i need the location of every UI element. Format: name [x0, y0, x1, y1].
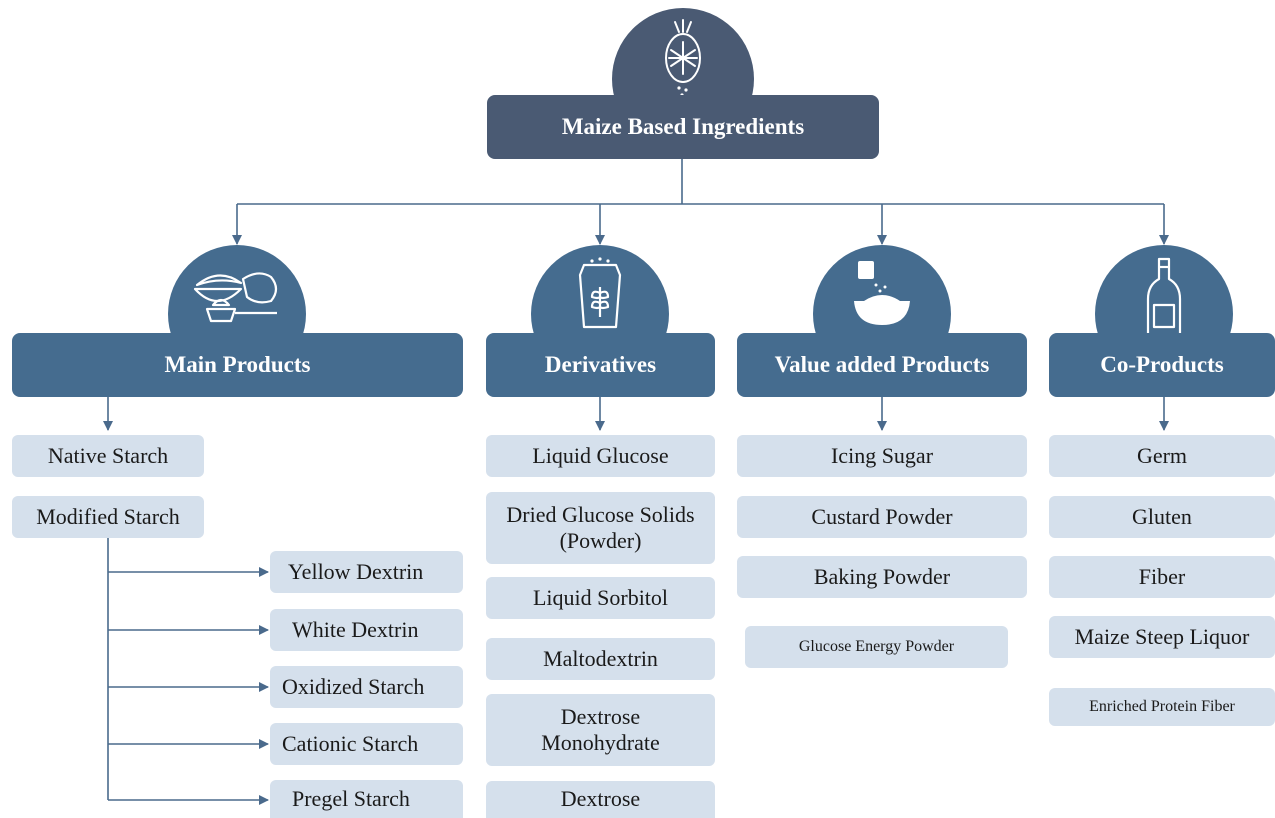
root-node: Maize Based Ingredients — [487, 95, 879, 159]
category-derivatives: Derivatives — [486, 333, 715, 397]
item-baking-powder: Baking Powder — [737, 556, 1027, 598]
item-oxidized-starch: Oxidized Starch — [270, 666, 463, 708]
item-white-dextrin: White Dextrin — [270, 609, 463, 651]
item-gluten: Gluten — [1049, 496, 1275, 538]
item-cationic-starch: Cationic Starch — [270, 723, 463, 765]
item-native-starch: Native Starch — [12, 435, 204, 477]
item-yellow-dextrin: Yellow Dextrin — [270, 551, 463, 593]
item-liquid-sorbitol: Liquid Sorbitol — [486, 577, 715, 619]
item-dextrose-monohydrate: Dextrose Monohydrate — [486, 694, 715, 766]
item-modified-starch: Modified Starch — [12, 496, 204, 538]
item-icing-sugar: Icing Sugar — [737, 435, 1027, 477]
powder-bowl-icon — [854, 261, 910, 325]
item-dextrose: Dextrose — [486, 781, 715, 818]
bottle-icon — [1146, 257, 1182, 341]
item-fiber: Fiber — [1049, 556, 1275, 598]
sugar-bag-icon — [578, 257, 622, 329]
item-pregel-starch: Pregel Starch — [270, 780, 463, 818]
category-main-products: Main Products — [12, 333, 463, 397]
item-custard-powder: Custard Powder — [737, 496, 1027, 538]
item-maltodextrin: Maltodextrin — [486, 638, 715, 680]
item-glucose-energy-powder: Glucose Energy Powder — [745, 626, 1008, 668]
item-liquid-glucose: Liquid Glucose — [486, 435, 715, 477]
item-enriched-protein-fiber: Enriched Protein Fiber — [1049, 688, 1275, 726]
category-value-added-products: Value added Products — [737, 333, 1027, 397]
item-germ: Germ — [1049, 435, 1275, 477]
category-co-products: Co-Products — [1049, 333, 1275, 397]
item-dried-glucose-solids: Dried Glucose Solids (Powder) — [486, 492, 715, 564]
item-maize-steep-liquor: Maize Steep Liquor — [1049, 616, 1275, 658]
flour-bowl-icon — [193, 272, 278, 323]
